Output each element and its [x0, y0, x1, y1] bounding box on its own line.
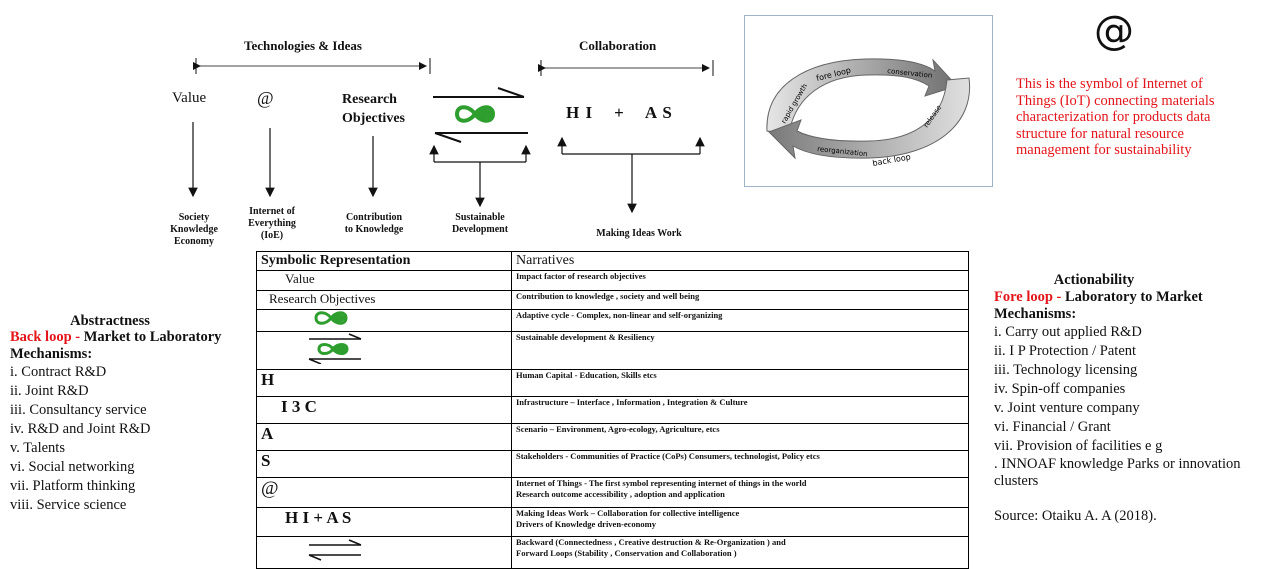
row-narrative: Adaptive cycle - Complex, non-linear and…	[511, 309, 969, 332]
list-item: iv. R&D and Joint R&D	[10, 421, 151, 437]
actionability-panel: Actionability Fore loop - Laboratory to …	[994, 272, 1256, 525]
header-symbol: Symbolic Representation	[256, 251, 512, 271]
row-symbol: H	[256, 369, 512, 397]
list-item: vii. Platform thinking	[10, 478, 136, 494]
sustainable-development: Sustainable Development	[451, 212, 509, 235]
fore-loop-heading: Fore loop - Laboratory to Market Mechani…	[994, 289, 1234, 323]
back-loop-list: i. Contract R&D ii. Joint R&D iii. Consu…	[10, 363, 250, 515]
abstractness-panel: Abstractness Back loop - Market to Labor…	[10, 313, 250, 515]
table-row: A Scenario – Environment, Agro-ecology, …	[256, 423, 969, 451]
row-narrative-line: Drivers of Knowledge driven-economy	[516, 519, 656, 529]
table-row: Value Impact factor of research objectiv…	[256, 270, 969, 291]
list-item: iii. Consultancy service	[10, 402, 147, 418]
row-symbol: H I + A S	[256, 507, 512, 537]
sustainability-symbol-icon	[308, 333, 362, 365]
table-row: I 3 C Infrastructure – Interface , Infor…	[256, 396, 969, 424]
row-narrative: Stakeholders - Communities of Practice (…	[511, 450, 969, 478]
row-narrative-line: Making Ideas Work – Collaboration for co…	[516, 508, 740, 519]
row-narrative-line: Forward Loops (Stability , Conservation …	[516, 548, 737, 558]
adaptive-cycle-diagram: fore loop rapid growth conservation rele…	[766, 58, 971, 168]
list-item: viii. Service science	[10, 497, 127, 513]
row-narrative: Making Ideas Work – Collaboration for co…	[511, 507, 969, 537]
actionability-heading: Actionability	[1053, 272, 1135, 288]
list-item: ii. I P Protection / Patent	[994, 343, 1137, 359]
infinity-icon	[314, 311, 348, 325]
row-narrative: Impact factor of research objectives	[511, 270, 969, 291]
iot-at-symbol: @	[1094, 8, 1134, 54]
row-narrative: Internet of Things - The first symbol re…	[511, 477, 969, 508]
table-row: Research Objectives Contribution to know…	[256, 290, 969, 310]
back-loop-rest: Market to Laboratory Mechanisms:	[10, 329, 222, 362]
at-symbol: @	[257, 88, 274, 108]
list-item: vi. Social networking	[10, 459, 135, 475]
list-item: vi. Financial / Grant	[994, 419, 1111, 435]
fore-loop-rest: Laboratory to Market Mechanisms:	[994, 289, 1203, 322]
contribution-to-knowledge: Contribution to Knowledge	[344, 212, 404, 235]
header-narrative: Narratives	[511, 251, 969, 271]
list-item: v. Joint venture company	[994, 400, 1140, 416]
row-narrative: Sustainable development & Resiliency	[511, 331, 969, 370]
research-objectives-label: Research Objectives	[342, 92, 405, 126]
back-loop-heading: Back loop - Market to Laboratory Mechani…	[10, 329, 250, 363]
society-knowledge-economy: Society Knowledge Economy	[170, 212, 218, 247]
row-symbol: Value	[256, 270, 512, 291]
row-symbol	[256, 331, 512, 370]
back-loop-red: Back loop -	[10, 329, 81, 345]
list-item: ii. Joint R&D	[10, 383, 89, 399]
table-row: S Stakeholders - Communities of Practice…	[256, 450, 969, 478]
table-row: Adaptive cycle - Complex, non-linear and…	[256, 309, 969, 332]
table-row: Sustainable development & Resiliency	[256, 331, 969, 370]
list-item: i. Contract R&D	[10, 364, 107, 380]
list-item: i. Carry out applied R&D	[994, 324, 1142, 340]
row-symbol: A	[256, 423, 512, 451]
row-narrative: Scenario – Environment, Agro-ecology, Ag…	[511, 423, 969, 451]
row-narrative: Human Capital - Education, Skills etcs	[511, 369, 969, 397]
list-item: . INNOAF knowledge Parks or innovation c…	[994, 456, 1241, 489]
list-item: iii. Technology licensing	[994, 362, 1138, 378]
table-row: @ Internet of Things - The first symbol …	[256, 477, 969, 508]
list-item: v. Talents	[10, 440, 65, 456]
row-symbol: Research Objectives	[256, 290, 512, 310]
symbol-table: Symbolic Representation Narratives Value…	[256, 251, 969, 569]
list-item: iv. Spin-off companies	[994, 381, 1126, 397]
hi-as-label: H I + A S	[566, 103, 673, 122]
row-narrative-line: Backward (Connectedness , Creative destr…	[516, 537, 786, 548]
fore-loop-red: Fore loop -	[994, 289, 1062, 305]
table-header: Symbolic Representation Narratives	[256, 251, 969, 271]
abstractness-heading: Abstractness	[70, 313, 150, 329]
table-row: H Human Capital - Education, Skills etcs	[256, 369, 969, 397]
making-ideas-work: Making Ideas Work	[596, 228, 682, 239]
fore-loop-list: i. Carry out applied R&D ii. I P Protect…	[994, 323, 1256, 490]
technologies-ideas-label: Technologies & Ideas	[244, 38, 362, 53]
row-narrative-line: Internet of Things - The first symbol re…	[516, 478, 807, 489]
iot-description: This is the symbol of Internet of Things…	[1016, 76, 1215, 158]
row-symbol: @	[256, 477, 512, 508]
row-symbol: I 3 C	[256, 396, 512, 424]
row-narrative: Infrastructure – Interface , Information…	[511, 396, 969, 424]
half-arrows-icon	[308, 539, 362, 561]
adaptive-cycle-image: fore loop rapid growth conservation rele…	[744, 15, 993, 187]
row-symbol	[256, 309, 512, 332]
source-citation: Source: Otaiku A. A (2018).	[994, 508, 1157, 524]
row-narrative: Contribution to knowledge , society and …	[511, 290, 969, 310]
list-item: vii. Provision of facilities e g	[994, 438, 1163, 454]
collaboration-label: Collaboration	[579, 38, 657, 53]
value-label: Value	[172, 90, 207, 106]
row-narrative-line: Research outcome accessibility , adoptio…	[516, 489, 725, 499]
internet-of-everything: Internet of Everything (IoE)	[248, 206, 296, 241]
table-row: H I + A S Making Ideas Work – Collaborat…	[256, 507, 969, 537]
row-symbol: S	[256, 450, 512, 478]
